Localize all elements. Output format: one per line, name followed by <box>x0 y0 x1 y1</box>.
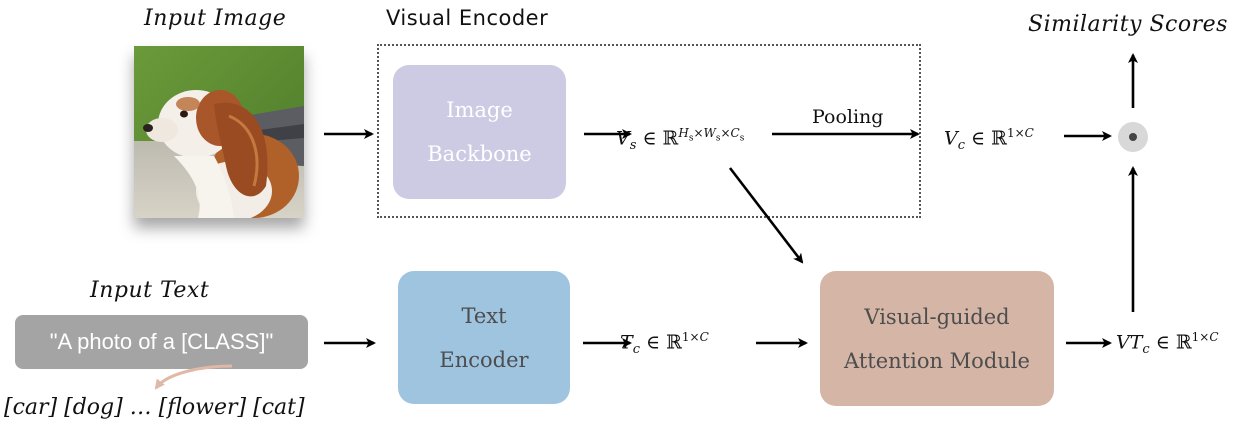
input-image-label: Input Image <box>144 6 287 31</box>
image-backbone-box: Image Backbone <box>393 65 566 199</box>
prompt-template-box: "A photo of a [CLASS]" <box>15 315 308 369</box>
vc-feature-label: Vc ∈ ℝ1×C <box>944 126 1034 154</box>
vtc-feature-label: VTc ∈ ℝ1×C <box>1116 330 1219 358</box>
attention-module-box: Visual-guided Attention Module <box>820 271 1054 406</box>
image-backbone-line-2: Backbone <box>427 142 532 166</box>
text-encoder-box: Text Encoder <box>398 271 570 404</box>
dot-product-icon <box>1129 133 1137 141</box>
visual-encoder-label: Visual Encoder <box>386 6 549 30</box>
class-substitution-arrow <box>154 364 233 390</box>
pooling-label: Pooling <box>812 106 884 128</box>
class-list: [car] [dog] … [flower] [cat] <box>4 395 305 420</box>
text-encoder-line-2: Encoder <box>439 347 529 372</box>
similarity-scores-label: Similarity Scores <box>1028 12 1228 37</box>
input-text-label: Input Text <box>90 278 210 303</box>
arrow-vs-to-attention <box>728 167 804 264</box>
text-encoder-line-1: Text <box>461 303 507 328</box>
image-backbone-line-1: Image <box>446 98 513 122</box>
prompt-template-text: "A photo of a [CLASS]" <box>49 329 274 354</box>
visual-encoder-frame <box>377 44 921 218</box>
attention-module-line-1: Visual-guided <box>864 304 1010 329</box>
attention-module-line-2: Attention Module <box>844 348 1030 373</box>
input-dog-image <box>134 46 304 221</box>
